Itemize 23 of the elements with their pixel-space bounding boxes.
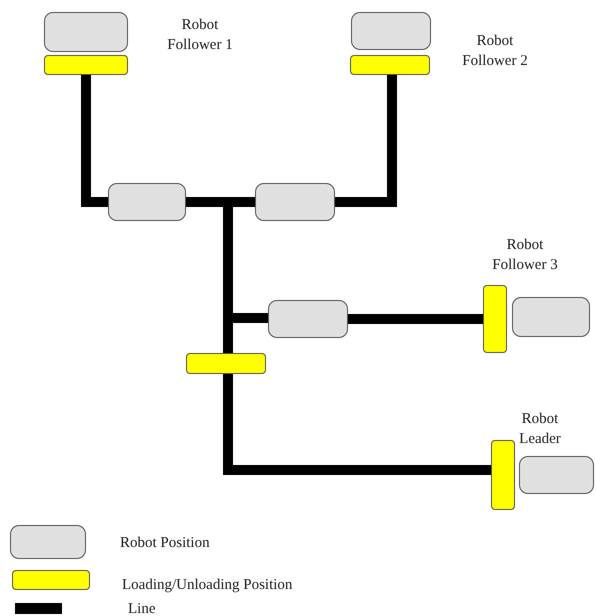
robot-label: Robot Follower 2 — [461, 32, 529, 70]
track-line — [335, 75, 397, 207]
robot-label: Robot Leader — [518, 410, 562, 448]
track-line — [81, 75, 108, 207]
robot-label: Robot Follower 1 — [166, 16, 234, 54]
loading-position-bar — [350, 55, 430, 75]
track-line — [223, 374, 491, 475]
robot-position-box — [268, 300, 348, 338]
loading-position-bar — [44, 55, 128, 75]
loading-position-bar — [491, 440, 515, 510]
robot-position-box — [351, 12, 431, 50]
robot-position-box — [108, 183, 186, 221]
legend-label: Line — [128, 601, 156, 616]
robot-label: Robot Follower 3 — [491, 236, 559, 274]
loading-position-bar — [186, 353, 266, 374]
robot-position-box — [512, 297, 590, 337]
track-line — [348, 314, 483, 324]
legend-label: Robot Position — [120, 535, 210, 552]
loading-position-bar — [483, 285, 507, 353]
legend-label: Loading/Unloading Position — [122, 577, 292, 594]
robot-position-box — [255, 183, 335, 221]
robot-position-box — [519, 456, 594, 494]
robot-position-box — [44, 12, 128, 52]
